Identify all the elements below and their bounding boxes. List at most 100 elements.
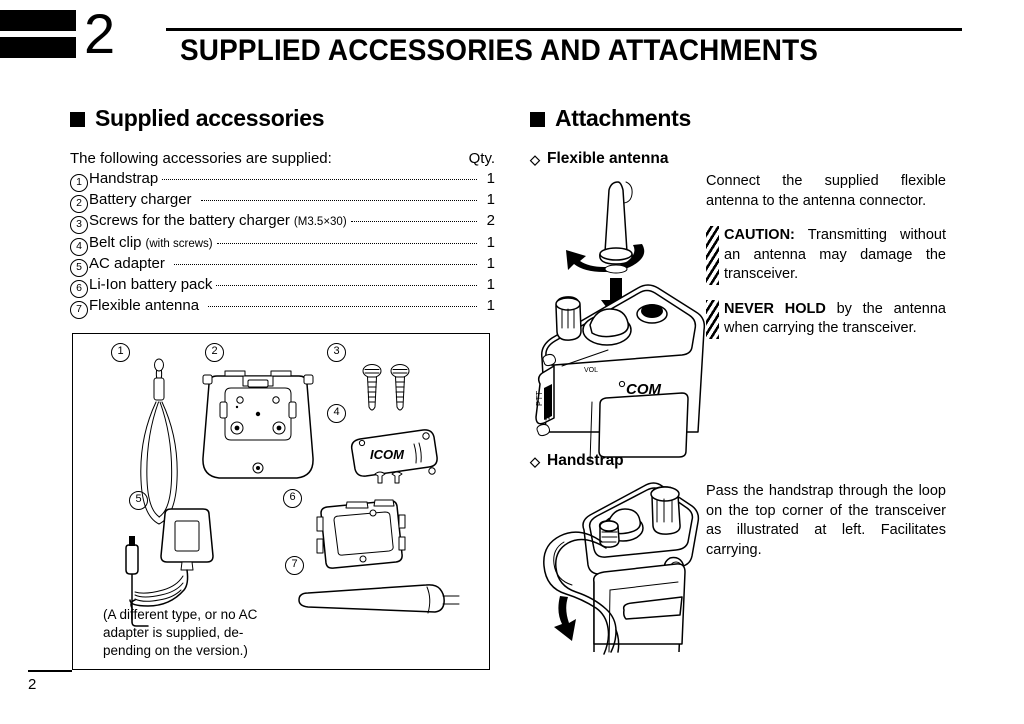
warning-hatch-icon bbox=[706, 299, 719, 339]
qty-column-header: Qty. bbox=[468, 150, 495, 167]
right-column: Attachments ◇ Flexible antenna bbox=[530, 105, 950, 174]
vol-label: VOL bbox=[584, 367, 598, 374]
accessories-box-caption: (A different type, or no AC adapter is s… bbox=[103, 606, 288, 660]
antenna-attachment-illustration: PTT VOL COM bbox=[535, 181, 706, 463]
flexible-antenna-subheading-label: Flexible antenna bbox=[547, 150, 669, 167]
handstrap-text-block: Pass the handstrap through the loop on t… bbox=[706, 482, 946, 560]
list-item-qty: 1 bbox=[486, 276, 495, 293]
never-hold-label: NEVER HOLD bbox=[724, 300, 826, 317]
chapter-tab-bar-upper bbox=[0, 10, 76, 31]
flexible-antenna-text-block: Connect the supplied flexible antenna to… bbox=[706, 172, 946, 354]
list-item: 7 Flexible antenna 1 bbox=[70, 296, 495, 319]
supplied-accessories-heading-label: Supplied accessories bbox=[95, 105, 325, 131]
list-item-label: Flexible antenna bbox=[89, 297, 200, 314]
accessories-intro-text: The following accessories are supplied: bbox=[70, 150, 332, 167]
figure-callout-5: 5 bbox=[129, 491, 148, 510]
handstrap-section: ◇ Handstrap bbox=[530, 452, 624, 476]
battery-pack-illustration bbox=[316, 499, 406, 569]
screws-illustration bbox=[362, 364, 410, 411]
chapter-number: 2 bbox=[84, 2, 115, 65]
list-item-qty: 1 bbox=[486, 233, 495, 251]
figure-callout-3: 3 bbox=[327, 343, 346, 362]
caution-label: CAUTION: bbox=[724, 227, 795, 243]
list-item-number: 7 bbox=[70, 301, 88, 319]
leader-dots bbox=[216, 242, 477, 244]
figure-callout-6: 6 bbox=[283, 489, 302, 508]
list-item-qty: 1 bbox=[486, 191, 495, 208]
leader-dots bbox=[208, 306, 477, 307]
caption-line-1: (A different type, or no AC bbox=[103, 607, 258, 622]
belt-clip-brand-text: ICOM bbox=[370, 447, 405, 462]
list-item: 1 Handstrap 1 bbox=[70, 169, 495, 192]
handstrap-attachment-illustration bbox=[543, 482, 700, 655]
header-rule bbox=[166, 28, 962, 31]
caution-text: Transmitting without an antenna may dama… bbox=[724, 227, 946, 282]
square-bullet-icon bbox=[530, 112, 545, 127]
never-hold-note: NEVER HOLD by the antenna when carrying … bbox=[706, 299, 946, 339]
list-item-label: Belt clip bbox=[89, 233, 142, 251]
flexible-antenna-paragraph: Connect the supplied flexible antenna to… bbox=[706, 173, 946, 209]
leader-dots bbox=[162, 179, 477, 180]
list-item-label: AC adapter bbox=[89, 255, 165, 272]
list-item: 4 Belt clip (with screws) 1 bbox=[70, 233, 495, 256]
list-item-number: 6 bbox=[70, 280, 88, 298]
flexible-antenna-illustration bbox=[298, 584, 460, 614]
chapter-tab-bar-lower bbox=[0, 37, 76, 58]
list-item-number: 4 bbox=[70, 237, 88, 256]
list-item: 3 Screws for the battery charger (M3.5×3… bbox=[70, 211, 495, 234]
list-item-number: 1 bbox=[70, 174, 88, 192]
list-item-qty: 1 bbox=[486, 170, 495, 187]
ac-adapter-illustration bbox=[125, 508, 214, 627]
list-item-number: 2 bbox=[70, 195, 88, 213]
left-column: Supplied accessories The following acces… bbox=[70, 105, 495, 319]
handstrap-subheading-label: Handstrap bbox=[547, 452, 624, 469]
list-item-label: Screws for the battery charger bbox=[89, 212, 290, 229]
leader-dots bbox=[200, 200, 477, 201]
leader-dots bbox=[216, 285, 477, 286]
battery-charger-illustration bbox=[202, 370, 314, 479]
list-item-qty: 2 bbox=[486, 212, 495, 229]
list-item-note: (M3.5×30) bbox=[293, 216, 347, 228]
caption-line-2: adapter is supplied, de- bbox=[103, 625, 244, 640]
list-item-number: 5 bbox=[70, 259, 88, 277]
list-item-label: Handstrap bbox=[89, 170, 159, 187]
list-item-note: (with screws) bbox=[145, 237, 213, 250]
list-item: 2 Battery charger 1 bbox=[70, 190, 495, 213]
handstrap-subheading: ◇ Handstrap bbox=[530, 452, 624, 470]
list-item-label: Li-Ion battery pack bbox=[89, 276, 213, 293]
figure-callout-2: 2 bbox=[205, 343, 224, 362]
diamond-bullet-icon: ◇ bbox=[530, 151, 540, 167]
figure-callout-1: 1 bbox=[111, 343, 130, 362]
accessories-intro-row: The following accessories are supplied: … bbox=[70, 150, 495, 167]
diamond-bullet-icon: ◇ bbox=[530, 453, 540, 469]
figure-callout-7: 7 bbox=[285, 556, 304, 575]
caption-line-3: pending on the version.) bbox=[103, 643, 248, 658]
accessory-list: 1 Handstrap 1 2 Battery charger 1 3 Scre… bbox=[70, 169, 495, 319]
list-item-qty: 1 bbox=[486, 297, 495, 314]
list-item: 6 Li-Ion battery pack 1 bbox=[70, 275, 495, 298]
handstrap-paragraph: Pass the handstrap through the loop on t… bbox=[706, 483, 946, 558]
accessories-illustration-box: 1 2 3 4 5 6 7 bbox=[72, 333, 490, 670]
never-hold-text: by the antenna when carrying the transce… bbox=[724, 300, 946, 337]
leader-dots bbox=[350, 221, 477, 222]
flexible-antenna-subheading: ◇ Flexible antenna bbox=[530, 150, 950, 168]
warning-hatch-icon bbox=[706, 226, 719, 285]
leader-dots bbox=[173, 264, 477, 265]
attachments-heading-label: Attachments bbox=[555, 105, 692, 131]
attachments-heading: Attachments bbox=[530, 105, 950, 132]
caution-note: CAUTION: Transmitting without an antenna… bbox=[706, 226, 946, 285]
transceiver-brand-text: COM bbox=[626, 381, 662, 398]
footer-rule bbox=[28, 670, 72, 672]
ptt-label: PTT bbox=[535, 391, 544, 406]
list-item: 5 AC adapter 1 bbox=[70, 254, 495, 277]
supplied-accessories-heading: Supplied accessories bbox=[70, 105, 495, 132]
belt-clip-illustration: ICOM bbox=[350, 429, 438, 484]
page-header: 2 SUPPLIED ACCESSORIES AND ATTACHMENTS bbox=[0, 0, 1024, 92]
square-bullet-icon bbox=[70, 112, 85, 127]
list-item-qty: 1 bbox=[486, 255, 495, 272]
page-number: 2 bbox=[28, 676, 37, 693]
figure-callout-4: 4 bbox=[327, 404, 346, 423]
list-item-number: 3 bbox=[70, 216, 88, 234]
list-item-label: Battery charger bbox=[89, 191, 192, 208]
page-title: SUPPLIED ACCESSORIES AND ATTACHMENTS bbox=[180, 34, 819, 67]
